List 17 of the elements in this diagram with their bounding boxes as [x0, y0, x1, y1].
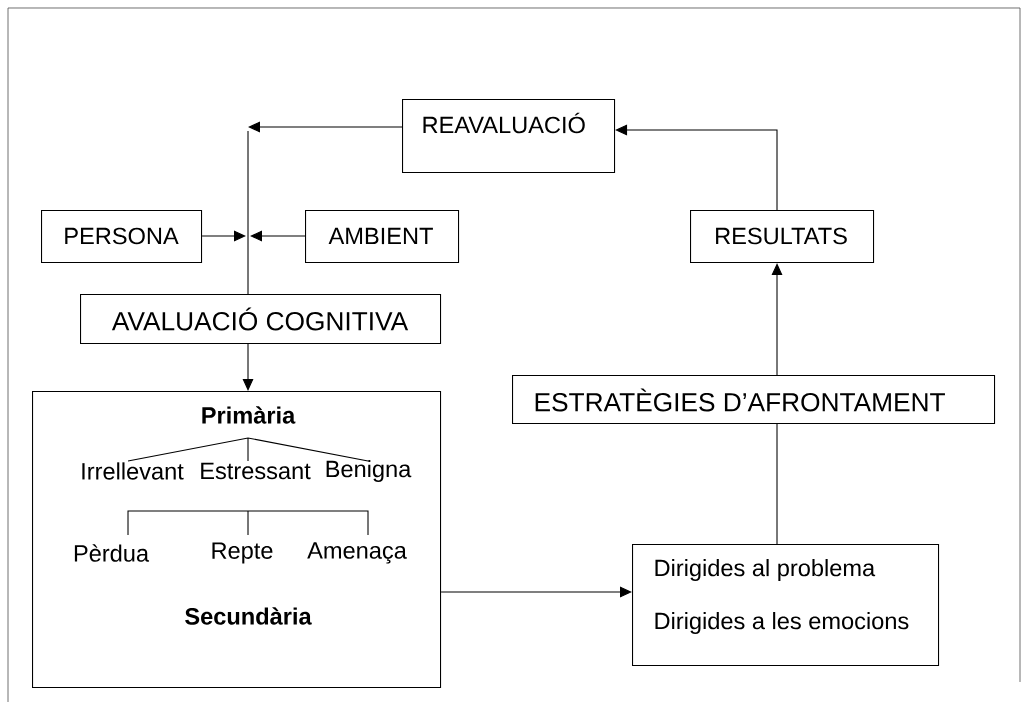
arrow — [248, 121, 403, 133]
process-box: Dirigides al problema Dirigides a les emocions — [632, 544, 940, 667]
process-box: REAVALUACIÓ — [402, 99, 616, 174]
process-box: PERSONA — [41, 210, 203, 264]
arrow — [771, 263, 783, 376]
process-box: AMBIENT — [305, 210, 460, 264]
arrow — [615, 124, 778, 211]
arrow — [440, 586, 632, 598]
process-box: ESTRATÈGIES D’AFRONTAMENT — [512, 375, 996, 425]
arrow — [201, 230, 246, 242]
process-box: RESULTATS — [690, 210, 875, 264]
connector-line — [776, 423, 778, 545]
arrow — [250, 230, 306, 242]
connector-line — [247, 130, 249, 295]
arrow — [242, 343, 254, 391]
process-box: AVALUACIÓ COGNITIVA — [80, 294, 442, 345]
process-box: Primària Irrellevant Estressant Benigna Pèrdua Repte Amenaça Secundària — [32, 391, 442, 689]
